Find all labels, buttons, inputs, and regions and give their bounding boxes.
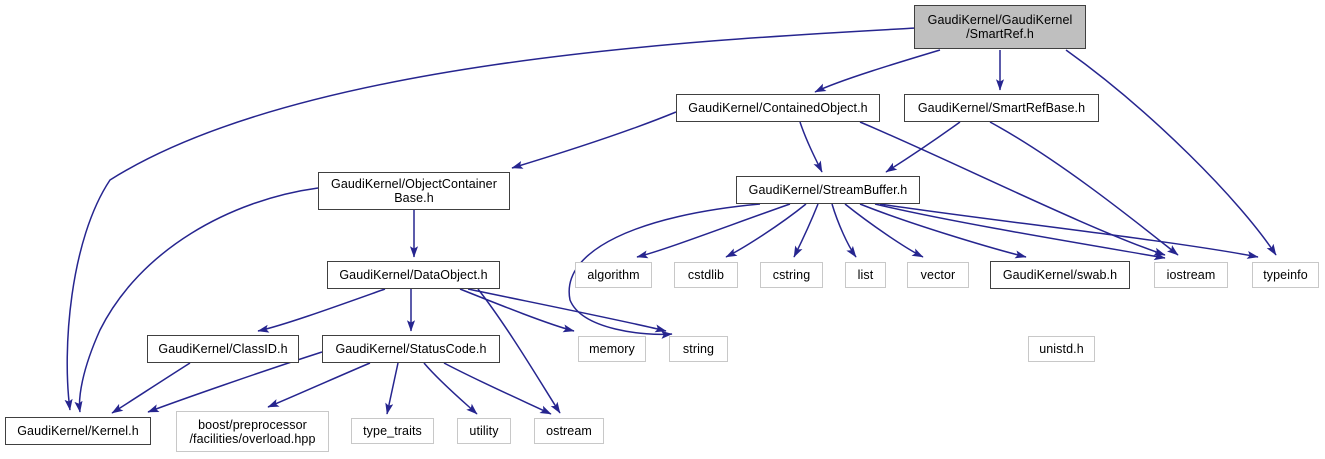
edge-smartrefbase-to-iostream — [989, 121, 1179, 256]
node-statuscode[interactable]: GaudiKernel/StatusCode.h — [322, 335, 500, 363]
node-streambuffer[interactable]: GaudiKernel/StreamBuffer.h — [736, 176, 920, 204]
edge-statuscode-to-boostoverload — [267, 362, 371, 408]
node-vector[interactable]: vector — [907, 262, 969, 288]
node-cstdlib[interactable]: cstdlib — [674, 262, 738, 288]
edge-smartref-to-containedobject — [814, 49, 941, 93]
edge-smartref-to-typeinfo — [1065, 49, 1277, 256]
edge-statuscode-to-utility — [423, 362, 478, 415]
node-unistd[interactable]: unistd.h — [1028, 336, 1095, 362]
node-boostoverload[interactable]: boost/preprocessor /facilities/overload.… — [176, 411, 329, 452]
node-utility[interactable]: utility — [457, 418, 511, 444]
node-containedobject[interactable]: GaudiKernel/ContainedObject.h — [676, 94, 880, 122]
edge-streambuffer-to-typeinfo — [879, 203, 1259, 259]
node-dataobject[interactable]: GaudiKernel/DataObject.h — [327, 261, 500, 289]
edge-dataobject-to-memory — [459, 288, 575, 333]
edge-streambuffer-to-vector — [844, 203, 924, 258]
node-smartrefbase[interactable]: GaudiKernel/SmartRefBase.h — [904, 94, 1099, 122]
edge-containedobject-to-objcontbase — [511, 111, 677, 169]
node-list[interactable]: list — [845, 262, 886, 288]
node-objcontbase[interactable]: GaudiKernel/ObjectContainer Base.h — [318, 172, 510, 210]
edge-objcontbase-to-kernel — [74, 187, 319, 413]
node-kernel[interactable]: GaudiKernel/Kernel.h — [5, 417, 151, 445]
node-string[interactable]: string — [669, 336, 728, 362]
edge-smartrefbase-to-streambuffer — [885, 121, 961, 173]
node-swab[interactable]: GaudiKernel/swab.h — [990, 261, 1130, 289]
edge-streambuffer-to-iostream — [874, 203, 1166, 261]
node-classid[interactable]: GaudiKernel/ClassID.h — [147, 335, 299, 363]
edge-streambuffer-to-swab — [859, 203, 1027, 259]
edge-streambuffer-to-algorithm — [636, 203, 791, 259]
node-iostream[interactable]: iostream — [1154, 262, 1228, 288]
edge-statuscode-to-ostream — [443, 362, 552, 415]
edge-streambuffer-to-list — [831, 203, 857, 258]
edge-dataobject-to-classid — [257, 288, 386, 333]
node-ostream[interactable]: ostream — [534, 418, 604, 444]
node-typeinfo[interactable]: typeinfo — [1252, 262, 1319, 288]
edge-streambuffer-to-cstdlib — [725, 203, 807, 258]
edge-classid-to-kernel — [111, 362, 191, 414]
node-algorithm[interactable]: algorithm — [575, 262, 652, 288]
node-smartref[interactable]: GaudiKernel/GaudiKernel /SmartRef.h — [914, 5, 1086, 49]
node-typetraits[interactable]: type_traits — [351, 418, 434, 444]
edge-streambuffer-to-cstring — [793, 203, 819, 258]
edge-statuscode-to-typetraits — [385, 362, 399, 415]
edge-containedobject-to-streambuffer — [799, 121, 823, 173]
edge-dataobject-to-string — [467, 288, 667, 333]
node-memory[interactable]: memory — [578, 336, 646, 362]
node-cstring[interactable]: cstring — [760, 262, 823, 288]
